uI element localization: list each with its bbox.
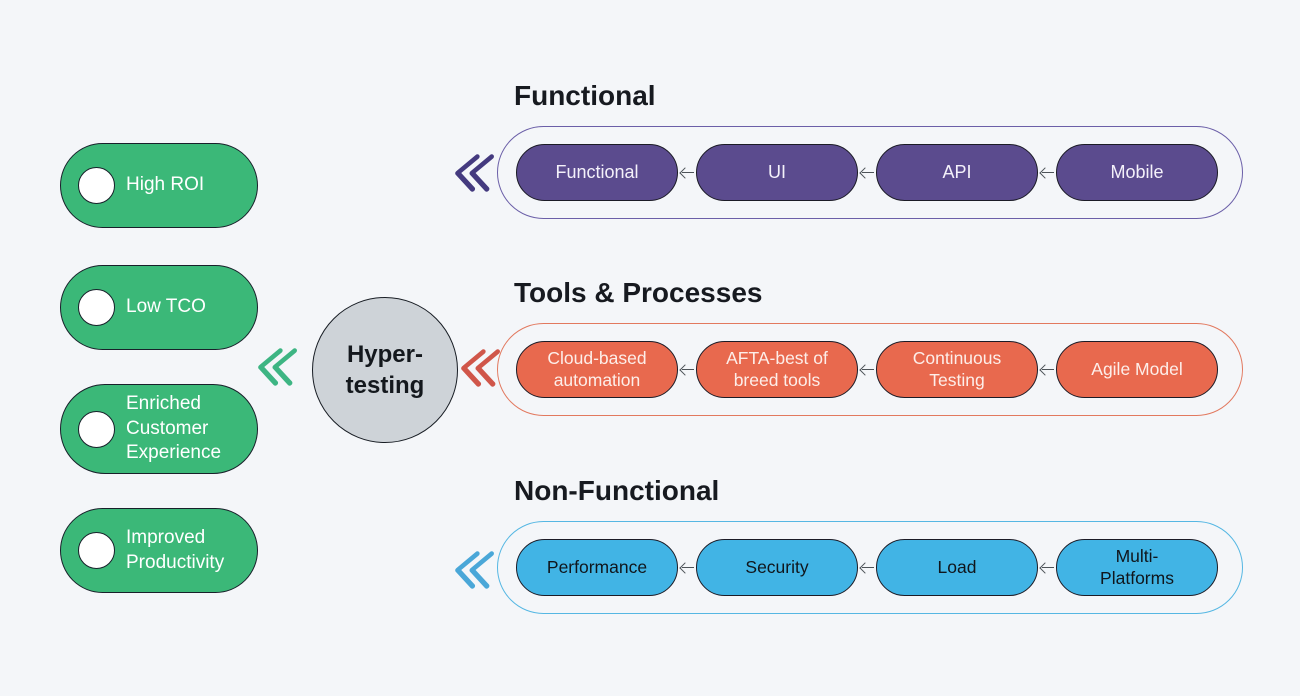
hub-label: Hyper- testing (345, 340, 425, 399)
benefit-pill-high-roi: High ROI (60, 143, 258, 228)
arrow-left-icon (859, 364, 875, 376)
pill-label: Load (937, 556, 977, 577)
group-title-functional: Functional (514, 80, 656, 111)
benefit-label: Low TCO (126, 296, 206, 318)
arrow-left-icon (859, 562, 875, 574)
pill-multi-platforms: Multi- Platforms (1056, 539, 1218, 596)
pill-label: Agile Model (1091, 358, 1183, 379)
pill-label: Multi- Platforms (1100, 546, 1174, 588)
group-title-tools-processes: Tools & Processes (514, 277, 763, 308)
group-container-functional: Functional UI API Mobile (497, 126, 1243, 219)
benefit-pill-low-tco: Low TCO (60, 265, 258, 350)
arrow-left-icon (679, 364, 695, 376)
pill-performance: Performance (516, 539, 678, 596)
arrow-left-icon (679, 167, 695, 179)
pill-label: Performance (546, 556, 648, 577)
pill-functional: Functional (516, 144, 678, 201)
double-chevron-left-red-icon (454, 347, 502, 389)
double-chevron-left-purple-icon (448, 152, 496, 194)
benefit-label: Improved Productivity (126, 526, 225, 573)
benefit-pill-enriched-customer-experience: Enriched Customer Experience (60, 384, 258, 474)
pill-label: API (942, 161, 972, 182)
arrow-left-icon (1039, 167, 1055, 179)
bullet-circle-icon (78, 289, 115, 326)
pill-cloud-based-automation: Cloud-based automation (516, 341, 678, 398)
pill-label: Cloud-based automation (547, 348, 647, 390)
double-chevron-left-blue-icon (448, 549, 496, 591)
pill-continuous-testing: Continuous Testing (876, 341, 1038, 398)
arrow-left-icon (1039, 364, 1055, 376)
pill-agile-model: Agile Model (1056, 341, 1218, 398)
pill-label: Continuous Testing (912, 348, 1002, 390)
double-chevron-left-green-icon (251, 346, 299, 388)
pill-ui: UI (696, 144, 858, 201)
pill-label: Functional (555, 161, 639, 182)
hub-circle-hyper-testing: Hyper- testing (312, 297, 458, 443)
group-container-non-functional: Performance Security Load Multi- Platfor… (497, 521, 1243, 614)
benefit-label: High ROI (126, 174, 205, 196)
bullet-circle-icon (78, 532, 115, 569)
arrow-left-icon (1039, 562, 1055, 574)
pill-label: Mobile (1110, 161, 1164, 182)
benefit-pill-improved-productivity: Improved Productivity (60, 508, 258, 593)
arrow-left-icon (859, 167, 875, 179)
arrow-left-icon (679, 562, 695, 574)
pill-afta-best-of-breed-tools: AFTA-best of breed tools (696, 341, 858, 398)
pill-api: API (876, 144, 1038, 201)
pill-label: Security (745, 556, 809, 577)
pill-mobile: Mobile (1056, 144, 1218, 201)
pill-label: AFTA-best of breed tools (726, 348, 828, 390)
pill-security: Security (696, 539, 858, 596)
benefit-label: Enriched Customer Experience (126, 392, 222, 464)
pill-label: UI (768, 161, 786, 182)
bullet-circle-icon (78, 167, 115, 204)
pill-load: Load (876, 539, 1038, 596)
group-container-tools-processes: Cloud-based automation AFTA-best of bree… (497, 323, 1243, 416)
bullet-circle-icon (78, 410, 115, 448)
group-title-non-functional: Non-Functional (514, 475, 720, 506)
